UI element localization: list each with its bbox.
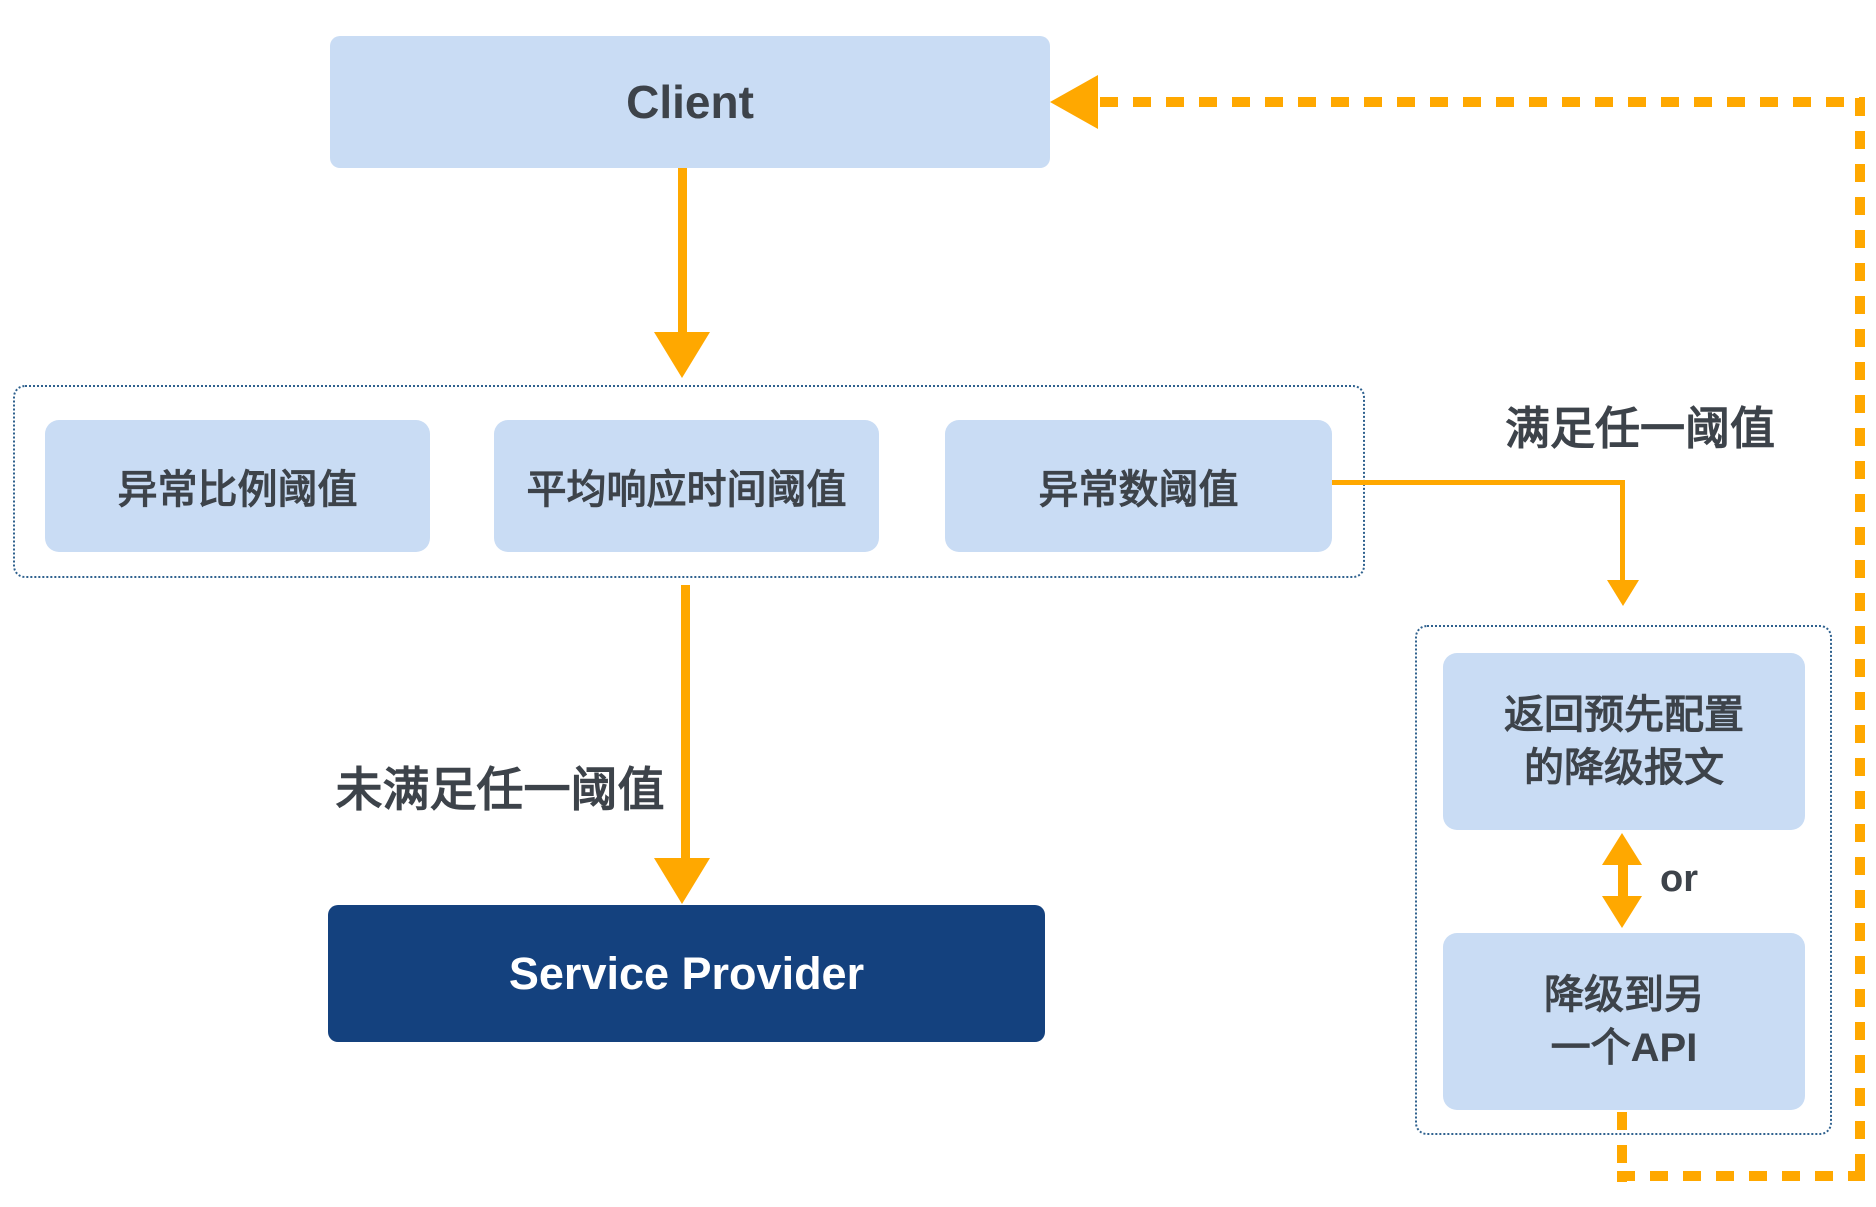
or-arrow-up-head	[1602, 833, 1642, 865]
label-not-meet-any-threshold: 未满足任一阈值	[335, 763, 665, 816]
threshold-label: 异常比例阈值	[117, 468, 358, 512]
threshold-node-exception-count: 异常数阈值	[945, 420, 1332, 552]
label-or: or	[1660, 858, 1698, 900]
return-loop-right-vertical	[1855, 98, 1865, 1181]
client-node: Client	[330, 36, 1050, 168]
service-provider-node: Service Provider	[328, 905, 1045, 1042]
or-arrow-shaft	[1618, 860, 1628, 900]
arrow-thresholds-to-provider-head	[654, 858, 710, 904]
fallback-message-line2: 的降级报文	[1524, 745, 1724, 790]
fallback-message-node: 返回预先配置 的降级报文	[1443, 653, 1805, 830]
return-loop-bottom-horizontal	[1617, 1171, 1865, 1181]
fallback-api-line1: 降级到另	[1544, 972, 1704, 1017]
return-loop-top-horizontal	[1100, 97, 1865, 107]
arrow-thresholds-to-provider-shaft	[681, 585, 690, 860]
label-meet-any-threshold: 满足任一阈值	[1504, 403, 1775, 454]
return-loop-bottom-vertical	[1617, 1112, 1627, 1182]
threshold-label: 异常数阈值	[1038, 468, 1239, 512]
arrow-client-to-thresholds-head	[654, 332, 710, 378]
connector-meet-any-head	[1607, 580, 1639, 606]
threshold-label: 平均响应时间阈值	[526, 468, 847, 512]
connector-meet-any-horizontal	[1332, 480, 1624, 485]
client-label: Client	[626, 76, 754, 128]
threshold-node-exception-ratio: 异常比例阈值	[45, 420, 430, 552]
fallback-message-line1: 返回预先配置	[1504, 692, 1744, 737]
arrow-client-to-thresholds-shaft	[678, 168, 687, 334]
or-arrow-down-head	[1602, 896, 1642, 928]
fallback-api-node: 降级到另 一个API	[1443, 933, 1805, 1110]
service-provider-label: Service Provider	[508, 947, 865, 999]
fallback-api-line2: 一个API	[1550, 1025, 1698, 1070]
connector-meet-any-vertical	[1620, 480, 1625, 585]
threshold-node-avg-response-time: 平均响应时间阈值	[494, 420, 879, 552]
return-loop-arrowhead	[1050, 75, 1098, 129]
